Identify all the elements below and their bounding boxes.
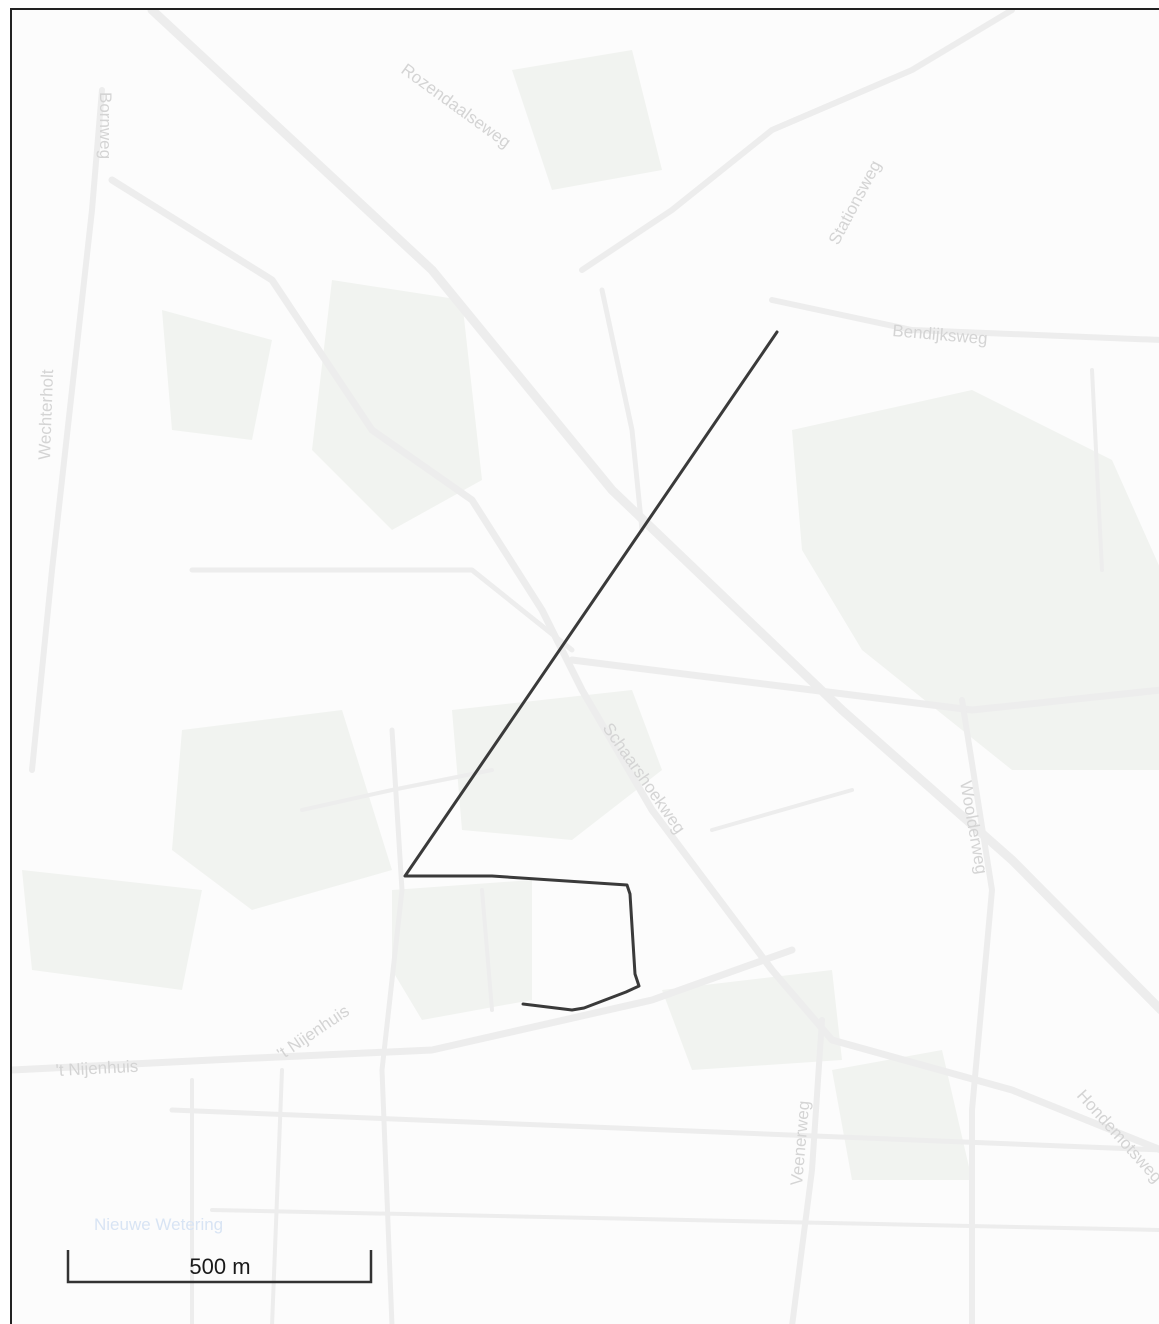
road-local <box>189 567 575 653</box>
green-area <box>832 1050 972 1180</box>
road-crossing <box>568 656 1159 714</box>
roads <box>12 10 1159 1324</box>
road-label-wechterholt: Wechterholt <box>35 369 57 460</box>
road-local <box>210 1208 1159 1232</box>
road-nijenhuis <box>12 946 796 1074</box>
map-frame[interactable]: Rozendaalseweg Bornweg Stationsweg Bendi… <box>10 8 1159 1324</box>
green-area <box>512 50 662 190</box>
road-schaarshoekweg <box>108 176 1159 1153</box>
green-areas <box>22 50 1159 1180</box>
road-local <box>300 768 494 812</box>
green-area <box>392 880 532 1020</box>
road-local <box>1090 368 1104 572</box>
green-area <box>162 310 272 440</box>
road-wechterholt <box>29 87 105 773</box>
green-area <box>452 690 662 840</box>
green-area <box>792 390 1159 770</box>
road-bendijksweg <box>769 297 1159 343</box>
road-woolderweg <box>959 697 995 1324</box>
water-label: Nieuwe Wetering <box>94 1215 223 1234</box>
road-veenerweg <box>789 1017 825 1324</box>
scale-bar-line <box>66 1250 373 1284</box>
road-local <box>599 287 645 533</box>
green-area <box>172 710 392 910</box>
green-area <box>22 870 202 990</box>
road-local <box>710 788 854 832</box>
green-area <box>312 280 482 530</box>
road-label-bornweg: Bornweg <box>96 92 115 159</box>
road-local <box>379 727 405 1324</box>
road-stationsweg <box>579 10 1015 273</box>
route-line[interactable] <box>403 330 779 1012</box>
road-local <box>169 1107 1159 1153</box>
road-label-nijenhuis: 't Nijenhuis <box>55 1057 139 1080</box>
railway <box>147 10 1159 1015</box>
map-canvas[interactable]: Rozendaalseweg Bornweg Stationsweg Bendi… <box>12 10 1159 1324</box>
road-local <box>480 888 494 1012</box>
scale-bar-label: 500 m <box>189 1254 250 1279</box>
road-local <box>270 1068 284 1324</box>
scale-bar: 500 m <box>66 1250 373 1284</box>
